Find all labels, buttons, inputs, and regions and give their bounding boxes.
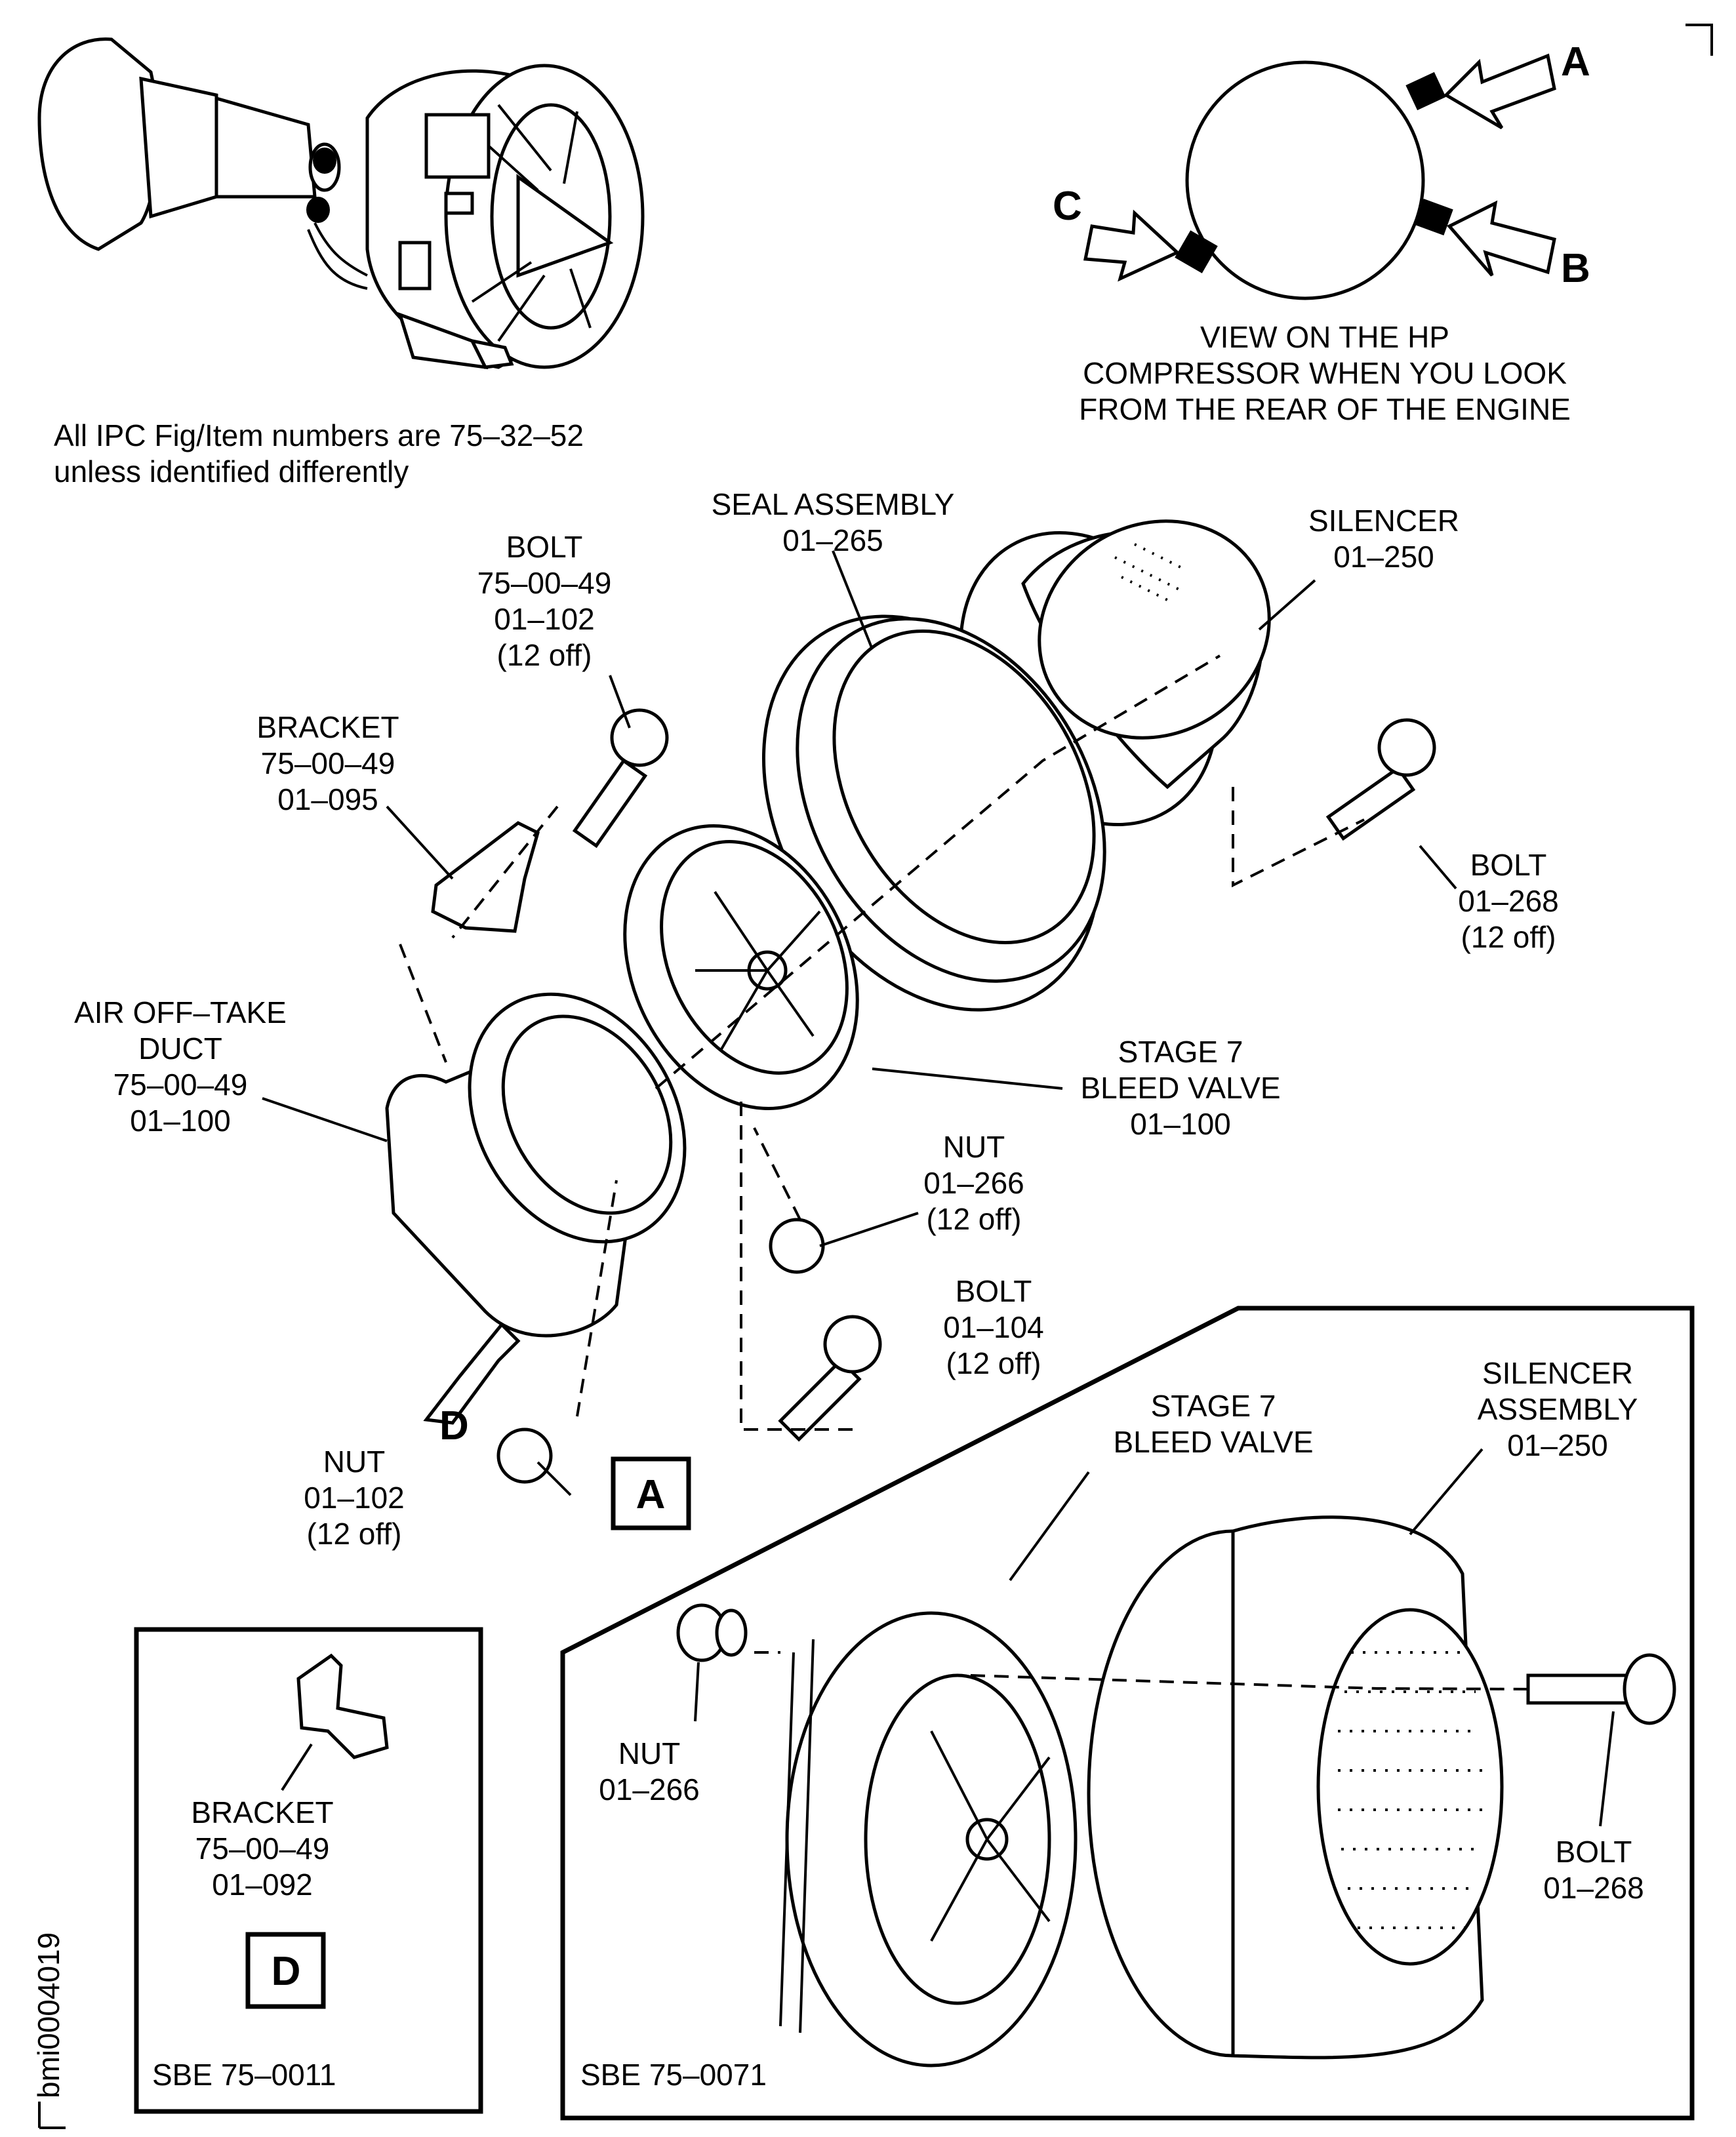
arrow-c-icon <box>1083 209 1181 282</box>
sbe-0011-label: SBE 75–0011 <box>152 2058 336 2092</box>
bleed-valve-name2: BLEED VALVE <box>1080 1071 1280 1105</box>
figure-id: bmi0004019 <box>31 1932 66 2098</box>
seal-assembly-ref: 01–265 <box>782 523 883 557</box>
air-duct-part <box>385 992 687 1338</box>
ipc-note-line1: All IPC Fig/Item numbers are 75–32–52 <box>54 418 584 452</box>
sbe-bolt-ref: 01–268 <box>1543 1871 1644 1905</box>
view-note-line1: VIEW ON THE HP <box>1200 320 1449 354</box>
bolt-top-qty: (12 off) <box>497 638 592 672</box>
sbe-bolt-name: BOLT <box>1556 1835 1632 1869</box>
bracket-d-leader <box>281 1743 313 1791</box>
air-duct-name2: DUCT <box>138 1031 222 1066</box>
nut-mid-ref: 01–266 <box>923 1166 1024 1200</box>
view-a-box <box>611 1456 691 1530</box>
nut-bottom-part <box>496 1428 553 1484</box>
nut-bottom-qty: (12 off) <box>307 1517 402 1551</box>
bleed-port-b <box>1414 199 1453 235</box>
sbe-silencer-name1: SILENCER <box>1482 1356 1633 1390</box>
view-letter-c: C <box>1053 184 1082 229</box>
view-note-line2: COMPRESSOR WHEN YOU LOOK <box>1083 356 1567 390</box>
bleed-port-a <box>1405 71 1446 111</box>
bracket-ref: 01–095 <box>277 782 378 816</box>
bleed-valve-ref: 01–100 <box>1130 1107 1231 1141</box>
view-a-label: A <box>636 1472 666 1517</box>
sbe-silencer-name2: ASSEMBLY <box>1478 1392 1638 1426</box>
sbe-bleed-valve-name2: BLEED VALVE <box>1113 1425 1313 1459</box>
sbe-0071-panel <box>560 1306 1695 2121</box>
silencer-name: SILENCER <box>1308 504 1459 538</box>
bolt-right-part <box>1325 718 1436 841</box>
sbe-bleed-valve-name1: STAGE 7 <box>1151 1389 1276 1423</box>
bolt-right-ref: 01–268 <box>1458 884 1559 918</box>
hp-compressor-view: A B C <box>1053 39 1590 300</box>
arrow-d-icon <box>423 1322 521 1425</box>
bolt-top-ipc: 75–00–49 <box>477 566 612 600</box>
silencer-assembly-part <box>1087 1515 1504 2060</box>
bolt-mid-ref: 01–104 <box>943 1310 1044 1344</box>
corner-mark <box>1686 24 1713 56</box>
bolt-right-name: BOLT <box>1470 848 1547 882</box>
sbe-silencer-ref: 01–250 <box>1507 1428 1608 1462</box>
seal-assembly-name: SEAL ASSEMBLY <box>712 487 955 521</box>
seal-assembly-part <box>762 614 1106 1012</box>
bleed-valve-part <box>623 824 859 1111</box>
view-note-line3: FROM THE REAR OF THE ENGINE <box>1079 392 1571 426</box>
bleed-port-c <box>1175 230 1218 273</box>
view-d-box <box>245 1932 326 2009</box>
air-duct-ref: 01–100 <box>130 1104 231 1138</box>
view-d-panel <box>134 1627 483 2114</box>
sbe-nut-name: NUT <box>618 1736 681 1770</box>
bracket-ipc: 75–00–49 <box>261 746 395 780</box>
bolt-mid-qty: (12 off) <box>946 1346 1041 1380</box>
compressor-circle <box>1185 60 1425 300</box>
view-letter-a: A <box>1561 39 1590 85</box>
nut-mid-part <box>769 1218 825 1274</box>
bolt-b-part <box>1526 1653 1676 1725</box>
sbe-0071-label: SBE 75–0071 <box>580 2058 767 2092</box>
bolt-top-part <box>572 708 669 849</box>
arrow-b-icon <box>1447 200 1556 277</box>
ipc-note-line2: unless identified differently <box>54 454 409 489</box>
bolt-top-ref: 01–102 <box>494 602 595 636</box>
bracket-d-part <box>296 1653 389 1759</box>
silencer-ref: 01–250 <box>1333 540 1434 574</box>
bracket-part <box>431 821 540 933</box>
bolt-mid-name: BOLT <box>956 1274 1032 1308</box>
nut-bottom-name: NUT <box>323 1445 386 1479</box>
bracket-d-ref: 01–092 <box>212 1867 313 1902</box>
nut-mid-qty: (12 off) <box>927 1202 1022 1236</box>
bracket-d-ipc: 75–00–49 <box>195 1831 330 1866</box>
view-letter-d: D <box>439 1403 469 1448</box>
view-letter-b: B <box>1561 246 1590 291</box>
air-duct-ipc: 75–00–49 <box>113 1068 248 1102</box>
nut-mid-name: NUT <box>943 1130 1005 1164</box>
bleed-valve-name1: STAGE 7 <box>1118 1035 1243 1069</box>
bleed-valve-b-part <box>779 1611 1078 2067</box>
sbe-0071-leaders <box>694 1448 1615 1827</box>
view-d-label: D <box>272 1949 301 1994</box>
bracket-name: BRACKET <box>256 710 399 744</box>
bolt-right-qty: (12 off) <box>1461 920 1556 954</box>
figure-id-mark <box>38 2102 66 2129</box>
bolt-mid-part <box>778 1315 882 1442</box>
nut-b-part <box>676 1603 748 1662</box>
arrow-a-icon <box>1443 53 1556 130</box>
engine-illustration <box>37 37 645 370</box>
bolt-top-name: BOLT <box>506 530 583 564</box>
air-duct-name1: AIR OFF–TAKE <box>74 995 287 1029</box>
sbe-nut-ref: 01–266 <box>599 1772 700 1807</box>
bracket-d-name: BRACKET <box>191 1795 333 1829</box>
nut-bottom-ref: 01–102 <box>304 1481 405 1515</box>
